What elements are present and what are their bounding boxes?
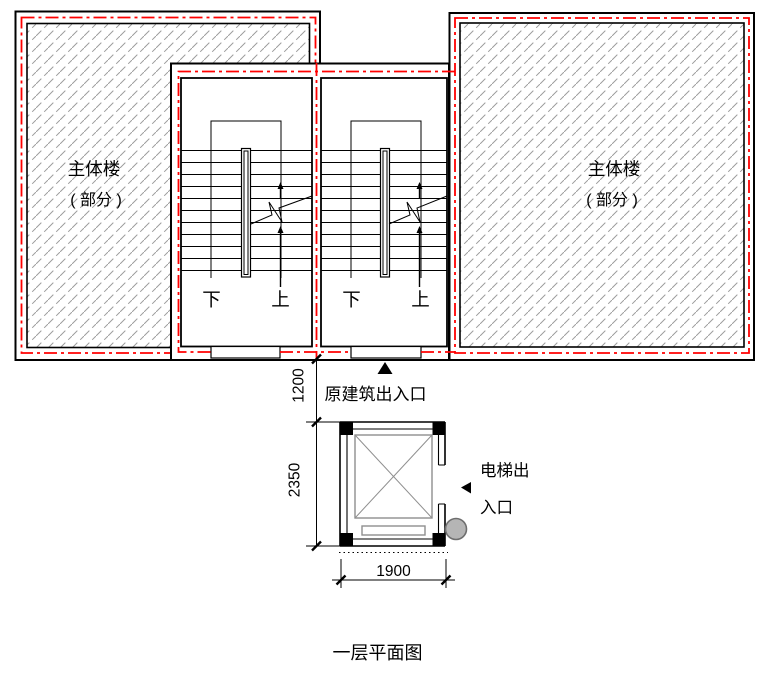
dim-tick [311,353,322,365]
drawing-title: 一层平面图 [333,643,423,663]
stair-up-label: 上 [271,289,290,310]
elevator-arrow-icon [461,482,471,494]
elevator-outer-wall [339,421,446,547]
stair-landing [210,120,282,278]
entrance-arrow-icon [377,362,393,374]
dim-tick [311,540,322,552]
entrance-label: 原建筑出入口 [325,385,427,404]
stair-rail-inner [243,150,249,275]
stair-up-arrow [416,182,423,287]
dimension-lines [306,353,455,588]
circular-column [444,517,468,541]
stair-down-label: 下 [342,289,361,310]
dim-text-1900: 1900 [376,563,411,580]
right-building-boundary-red [454,17,750,354]
stair-up-arrow [277,182,284,287]
stair-landing [350,120,422,278]
elevator-label-line1: 电梯出 [480,461,530,480]
stair-section: 下 上 下 上 [170,62,455,361]
door-threshold [350,345,422,359]
column-marker [340,533,353,546]
dim-tick [440,574,452,586]
stair-break-line [250,195,313,225]
column-marker [340,422,353,435]
right-building [448,12,755,361]
dim-tick [335,574,347,586]
stair-up-label: 上 [411,289,430,310]
stair-rail-inner [382,150,388,275]
door-threshold [210,345,281,359]
stair-break-line [388,195,448,225]
right-building-hatch [459,22,745,348]
stair-down-label: 下 [202,289,221,310]
elevator-inner-wall [346,428,445,540]
dim-text-1200: 1200 [291,368,308,403]
left-building-label-2: ( 部分 ) [70,191,122,209]
elevator-label-line2: 入口 [480,499,513,517]
elevator-counterweight [361,525,426,536]
right-building-label-2: ( 部分 ) [586,191,638,209]
column-marker [432,422,445,435]
right-building-label-1: 主体楼 [588,159,641,179]
elevator-shaft [339,421,468,553]
elevator-car [354,434,433,519]
annotations: 原建筑出入口 电梯出 入口 [325,362,530,517]
right-stairwell: 下 上 [320,77,448,359]
dim-text-2350: 2350 [287,462,304,497]
left-stairwell: 下 上 [180,77,313,359]
column-marker [432,533,445,546]
left-building-label-1: 主体楼 [68,159,121,179]
dim-tick [311,416,322,428]
